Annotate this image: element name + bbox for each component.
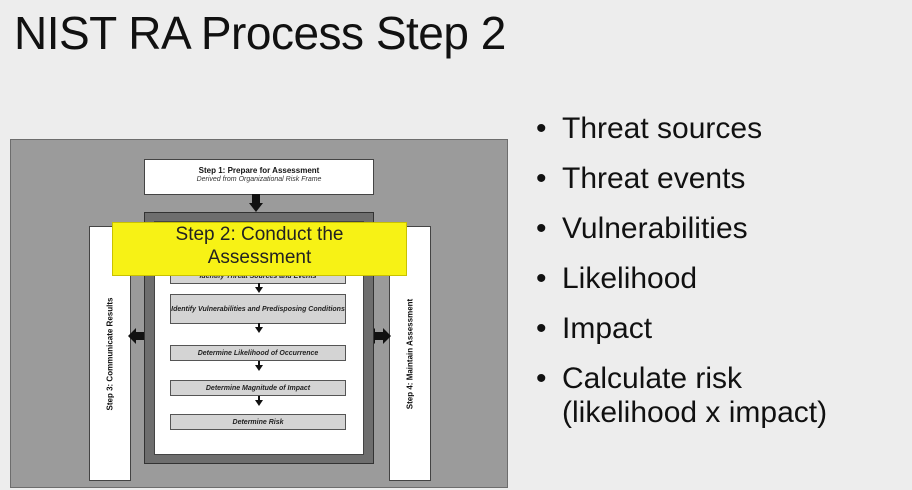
bullet-dot: • bbox=[536, 262, 547, 295]
step1-subtitle: Derived from Organizational Risk Frame bbox=[196, 176, 322, 183]
down-arrow-icon bbox=[255, 361, 263, 371]
bullet-dot: • bbox=[536, 112, 547, 145]
bullet-item: •Threat events bbox=[536, 162, 746, 195]
bullet-item: •Vulnerabilities bbox=[536, 212, 748, 245]
bullet-item: •Calculate risk(likelihood x impact) bbox=[536, 362, 828, 429]
bullet-dot: • bbox=[536, 212, 547, 245]
slide-title: NIST RA Process Step 2 bbox=[14, 7, 506, 59]
down-arrow-icon bbox=[255, 323, 263, 333]
task-determine-risk: Determine Risk bbox=[170, 414, 346, 430]
step3-label: Step 3: Communicate Results bbox=[105, 297, 115, 410]
step1-title: Step 1: Prepare for Assessment bbox=[198, 166, 320, 175]
task-identify-vulnerabilities: Identify Vulnerabilities and Predisposin… bbox=[170, 294, 346, 324]
down-arrow-icon bbox=[255, 396, 263, 406]
bullet-item: •Likelihood bbox=[536, 262, 698, 295]
bullet-dot: • bbox=[536, 312, 547, 345]
bullet-dot: • bbox=[536, 162, 547, 195]
step2-highlight-label: Step 2: Conduct the Assessment bbox=[112, 222, 407, 276]
bullet-item: •Impact bbox=[536, 312, 653, 345]
nist-ra-process-diagram: Step 1: Prepare for Assessment Derived f… bbox=[10, 139, 508, 488]
bullet-list: •Threat sources •Threat events •Vulnerab… bbox=[528, 112, 827, 446]
down-arrow-icon bbox=[255, 283, 263, 293]
down-arrow-icon bbox=[249, 194, 263, 212]
task-determine-likelihood: Determine Likelihood of Occurrence bbox=[170, 345, 346, 361]
step2-label-line2: Assessment bbox=[207, 247, 312, 268]
step2-label-line1: Step 2: Conduct the bbox=[175, 224, 344, 245]
step1-box: Step 1: Prepare for Assessment Derived f… bbox=[144, 159, 374, 195]
bullet-item: •Threat sources bbox=[536, 112, 763, 145]
step4-label: Step 4: Maintain Assessment bbox=[405, 298, 415, 409]
task-determine-impact: Determine Magnitude of Impact bbox=[170, 380, 346, 396]
bullet-dot: • bbox=[536, 362, 547, 395]
